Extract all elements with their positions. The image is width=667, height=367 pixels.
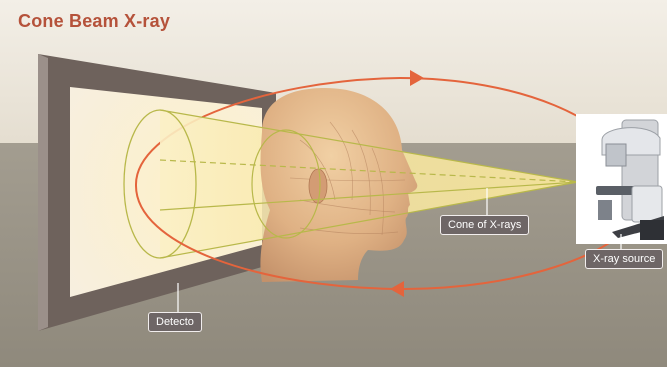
detector-label: Detecto <box>148 312 202 332</box>
ear <box>309 169 327 203</box>
diagram-title: Cone Beam X-ray <box>18 11 170 32</box>
cone-label: Cone of X-rays <box>440 215 529 235</box>
xray-source-label: X-ray source <box>585 249 663 269</box>
xray-source-machine <box>576 114 667 244</box>
